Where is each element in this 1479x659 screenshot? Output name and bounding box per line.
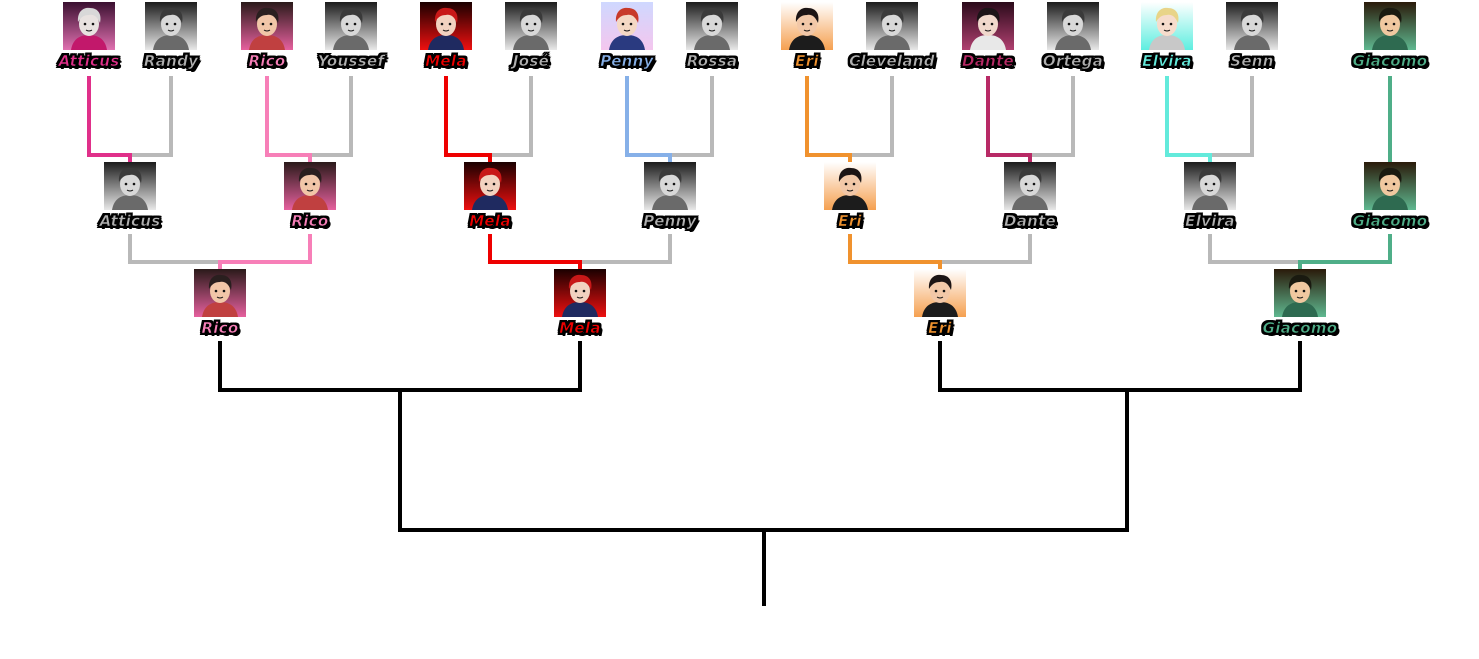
character-portrait-icon [962,2,1014,50]
connector-r1-winner-5 [986,76,1032,162]
contestant-name: Rossa [686,52,738,71]
character-portrait-icon [1047,2,1099,50]
connector-r1-winner-0 [87,76,132,162]
connector-semifinal-right [938,341,1302,392]
connector-r2-winner-3 [1298,234,1392,269]
contestant-name: Mela [559,319,601,338]
connector-semifinal-left [218,341,582,392]
contestant-name: Penny [600,52,654,71]
character-portrait-icon [505,2,557,50]
contestant-name: Randy [143,52,199,71]
connector-r1-loser-1 [308,76,353,162]
contestant-name: Dante [961,52,1015,71]
contestant-name: Atticus [99,212,161,231]
connector-r2-winner-2 [848,234,942,269]
connector-r1-winner-4 [805,76,852,162]
contestant-name: Rico [248,52,286,71]
connector-r1-loser-5 [1028,76,1075,162]
character-portrait-icon [914,269,966,317]
contestant-name: Youssef [317,52,385,71]
contestant-name: Senn [1230,52,1274,71]
connector-r1-winner-3 [625,76,672,162]
connector-r2-winner-0 [218,234,312,269]
character-portrait-icon [781,2,833,50]
connector-r1-winner-2 [444,76,492,162]
character-portrait-icon [686,2,738,50]
connector-r2-loser-2 [938,234,1032,269]
character-portrait-icon [1004,162,1056,210]
contestant-name: Elvira [1142,52,1192,71]
character-portrait-icon [1364,2,1416,50]
connector-r1-loser-4 [848,76,894,162]
character-portrait-icon [1274,269,1326,317]
character-portrait-icon [824,162,876,210]
contestant-name: José [512,52,550,71]
character-portrait-icon [601,2,653,50]
contestant-name: Ortega [1042,52,1104,71]
character-portrait-icon [1364,162,1416,210]
character-portrait-icon [1226,2,1278,50]
character-portrait-icon [63,2,115,50]
contestant-name: Rico [291,212,329,231]
contestant-name: Giacomo [1262,319,1338,338]
character-portrait-icon [464,162,516,210]
contestant-name: Eri [795,52,819,71]
character-portrait-icon [554,269,606,317]
character-portrait-icon [420,2,472,50]
contestant-name: Mela [469,212,511,231]
character-portrait-icon [325,2,377,50]
connector-r1-winner-1 [265,76,312,162]
character-portrait-icon [104,162,156,210]
connector-r1-loser-3 [668,76,714,162]
contestant-name: Eri [838,212,862,231]
contestant-name: Giacomo [1352,212,1428,231]
contestant-name: Mela [425,52,467,71]
connector-r2-loser-3 [1208,234,1302,269]
character-portrait-icon [644,162,696,210]
contestant-name: Giacomo [1352,52,1428,71]
contestant-name: Cleveland [849,52,935,71]
contestant-name: Elvira [1185,212,1235,231]
contestant-name: Dante [1003,212,1057,231]
contestant-name: Atticus [58,52,120,71]
connector-r2-loser-0 [128,234,222,269]
connector-r1-winner-6 [1165,76,1212,162]
character-portrait-icon [1184,162,1236,210]
connector-final-join [398,388,1129,532]
connector-r1-loser-2 [488,76,533,162]
character-portrait-icon [284,162,336,210]
contestant-name: Rico [201,319,239,338]
connector-r1-loser-6 [1208,76,1254,162]
connector-r2-winner-1 [488,234,582,269]
contestant-name: Penny [643,212,697,231]
connector-r2-loser-1 [578,234,672,269]
character-portrait-icon [145,2,197,50]
character-portrait-icon [241,2,293,50]
character-portrait-icon [1141,2,1193,50]
contestant-name: Eri [928,319,952,338]
character-portrait-icon [194,269,246,317]
character-portrait-icon [866,2,918,50]
connector-r1-loser-0 [128,76,173,162]
